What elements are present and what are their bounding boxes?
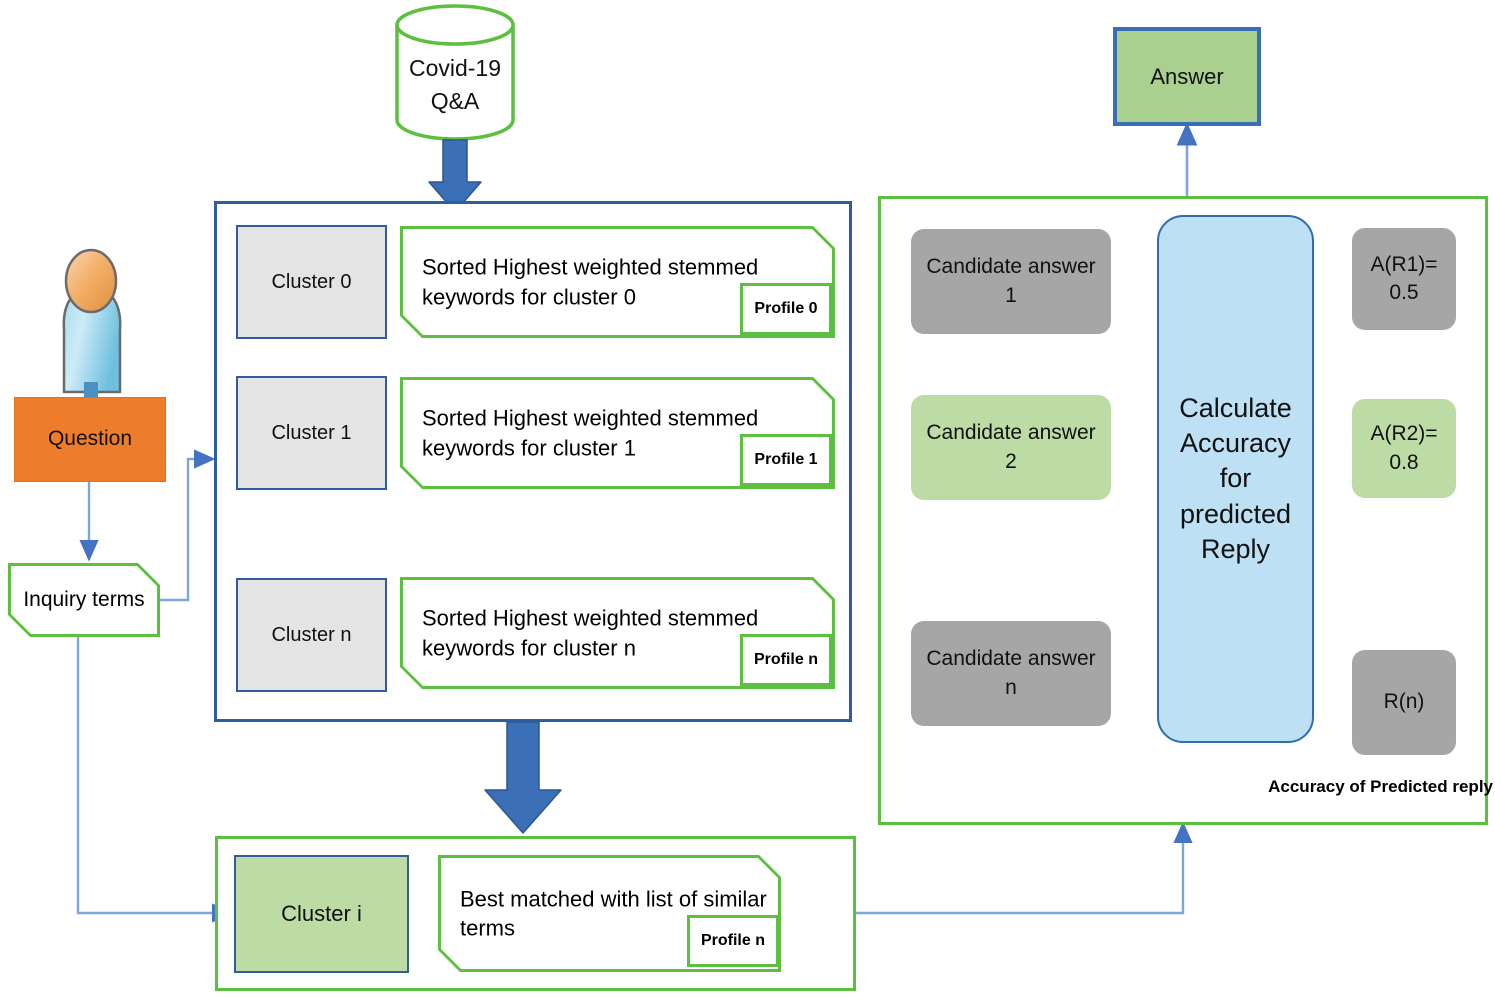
result-box-r1[interactable]: A(R1)= 0.5 <box>1352 228 1456 330</box>
inquiry-terms-label: Inquiry terms <box>23 587 145 611</box>
best-match-shape[interactable]: Best matched with list of similar terms … <box>438 855 781 972</box>
cluster-box-1[interactable]: Cluster 1 <box>236 376 387 490</box>
profile-badge-1[interactable]: Profile 1 <box>740 434 832 486</box>
profile-label-0: Profile 0 <box>754 300 818 317</box>
question-label: Question <box>47 427 133 451</box>
keywords-shape-n[interactable]: Sorted Highest weighted stemmed keywords… <box>400 577 835 689</box>
candidate-answer-2[interactable]: Candidate answer 2 <box>911 395 1111 500</box>
result-r1-line1: A(R1)= <box>1370 252 1438 276</box>
accuracy-caption: Accuracy of Predicted reply <box>1268 777 1493 796</box>
profile-label-n: Profile n <box>753 651 818 668</box>
calc-line-5: Reply <box>1200 533 1271 564</box>
candidate-answer-n[interactable]: Candidate answer n <box>911 621 1111 726</box>
result-r2-line2: 0.8 <box>1389 450 1419 474</box>
keywords-shape-1[interactable]: Sorted Highest weighted stemmed keywords… <box>400 377 835 489</box>
keywords-line2-n: keywords for cluster n <box>422 635 636 660</box>
database-label-line2: Q&A <box>430 88 480 114</box>
candidate-answer-2-line1: Candidate answer <box>926 421 1096 445</box>
candidate-answer-n-line1: Candidate answer <box>926 647 1096 671</box>
best-match-line2: terms <box>460 915 515 941</box>
keywords-line2-1: keywords for cluster 1 <box>422 435 636 460</box>
cluster-label-1: Cluster 1 <box>271 421 352 444</box>
calc-line-3: for <box>1219 463 1252 494</box>
cluster-i-box[interactable]: Cluster i <box>234 855 409 973</box>
keywords-line1-0: Sorted Highest weighted stemmed <box>422 254 759 280</box>
arrow-match-to-accuracy <box>856 821 1193 915</box>
database-label-line1: Covid-19 <box>408 55 502 81</box>
candidate-answer-1[interactable]: Candidate answer 1 <box>911 229 1111 334</box>
result-r2-line1: A(R2)= <box>1370 422 1438 446</box>
match-profile-badge[interactable]: Profile n <box>687 915 779 967</box>
profile-badge-0[interactable]: Profile 0 <box>740 283 832 335</box>
arrow-inquiry-to-cluster-i <box>76 637 234 923</box>
cluster-label-0: Cluster 0 <box>271 270 352 293</box>
result-rn-line1: R(n) <box>1383 690 1425 714</box>
candidate-answer-2-line2: 2 <box>1005 449 1017 473</box>
cluster-box-0[interactable]: Cluster 0 <box>236 225 387 339</box>
cluster-label-n: Cluster n <box>271 623 352 646</box>
result-box-rn[interactable]: R(n) <box>1352 650 1456 755</box>
result-box-r2[interactable]: A(R2)= 0.8 <box>1352 399 1456 498</box>
match-profile-label: Profile n <box>700 932 765 949</box>
calc-line-1: Calculate <box>1179 393 1292 424</box>
cluster-box-n[interactable]: Cluster n <box>236 578 387 692</box>
inquiry-terms-shape[interactable]: Inquiry terms <box>8 563 160 637</box>
answer-box[interactable]: Answer <box>1113 27 1261 126</box>
keywords-line1-1: Sorted Highest weighted stemmed <box>422 405 759 431</box>
candidate-answer-1-line2: 1 <box>1005 283 1017 307</box>
block-arrow-clustering-to-match <box>484 721 562 834</box>
profile-label-1: Profile 1 <box>754 451 818 468</box>
candidate-answer-1-line1: Candidate answer <box>926 255 1096 279</box>
keywords-line1-n: Sorted Highest weighted stemmed <box>422 605 759 631</box>
arrow-inquiry-to-clustering <box>160 449 216 602</box>
question-box[interactable]: Question <box>14 397 166 482</box>
calc-line-2: Accuracy <box>1179 428 1292 459</box>
profile-badge-n[interactable]: Profile n <box>740 634 832 686</box>
answer-label: Answer <box>1150 63 1224 89</box>
keywords-shape-0[interactable]: Sorted Highest weighted stemmed keywords… <box>400 226 835 338</box>
candidate-answer-n-line2: n <box>1005 675 1017 699</box>
user-avatar-icon <box>62 248 122 404</box>
keywords-line2-0: keywords for cluster 0 <box>422 284 636 309</box>
calculate-accuracy-box[interactable]: Calculate Accuracy for predicted Reply <box>1157 215 1314 743</box>
calc-line-4: predicted <box>1179 498 1292 529</box>
cluster-i-label: Cluster i <box>281 901 362 927</box>
result-r1-line2: 0.5 <box>1389 281 1419 304</box>
best-match-line1: Best matched with list of similar <box>460 885 767 911</box>
